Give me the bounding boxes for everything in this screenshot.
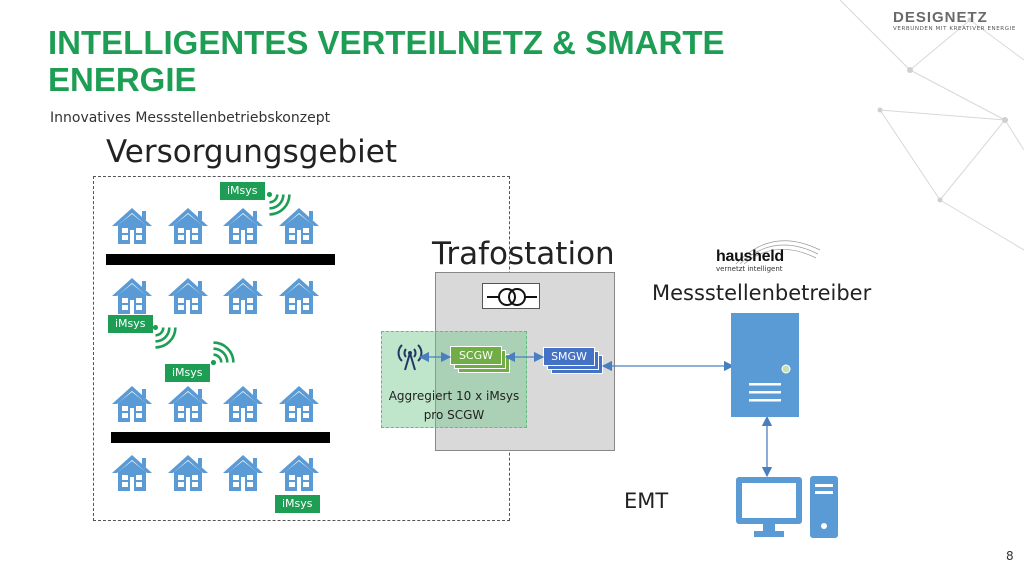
imsys-label: iMsys <box>108 315 153 333</box>
desktop-computer-icon <box>736 476 838 538</box>
road-top <box>106 254 335 265</box>
imsys-label: iMsys <box>165 364 210 382</box>
aggregation-text-line2: pro SCGW <box>423 408 485 422</box>
smgw-stack: SMGW <box>543 347 595 366</box>
imsys-label: iMsys <box>275 495 320 513</box>
emt-label: EMT <box>624 489 669 513</box>
page-subtitle: Innovatives Messstellenbetriebskonzept <box>50 110 331 126</box>
aggregation-text-line1: Aggregiert 10 x iMsys <box>388 389 520 403</box>
transformer-station-label: Trafostation <box>432 236 615 272</box>
road-bottom <box>111 432 330 443</box>
network-decoration <box>839 0 1024 251</box>
supply-area-label: Versorgungsgebiet <box>106 134 398 170</box>
meter-operator-label: Messstellenbetreiber <box>652 281 872 305</box>
designetz-tagline: VERBUNDEN MIT KREATIVER ENERGIE <box>893 26 1016 32</box>
scgw-stack: SCGW <box>450 346 502 365</box>
page-title: INTELLIGENTES VERTEILNETZ & SMARTE ENERG… <box>48 24 725 98</box>
transformer-icon <box>482 283 540 309</box>
hausheld-logo: hausheld <box>716 248 784 265</box>
server-icon <box>731 313 799 417</box>
page-number: 8 <box>1006 549 1014 563</box>
imsys-label: iMsys <box>220 182 265 200</box>
hausheld-logo-lines <box>735 240 821 265</box>
hausheld-tagline: vernetzt intelligent <box>716 265 783 273</box>
antenna-icon <box>397 344 423 371</box>
designetz-logo: DESIGNETZ <box>893 9 988 26</box>
